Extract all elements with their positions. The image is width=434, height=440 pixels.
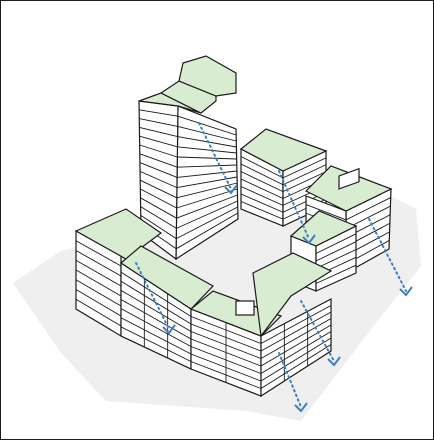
rooftop-box-front <box>236 301 254 315</box>
